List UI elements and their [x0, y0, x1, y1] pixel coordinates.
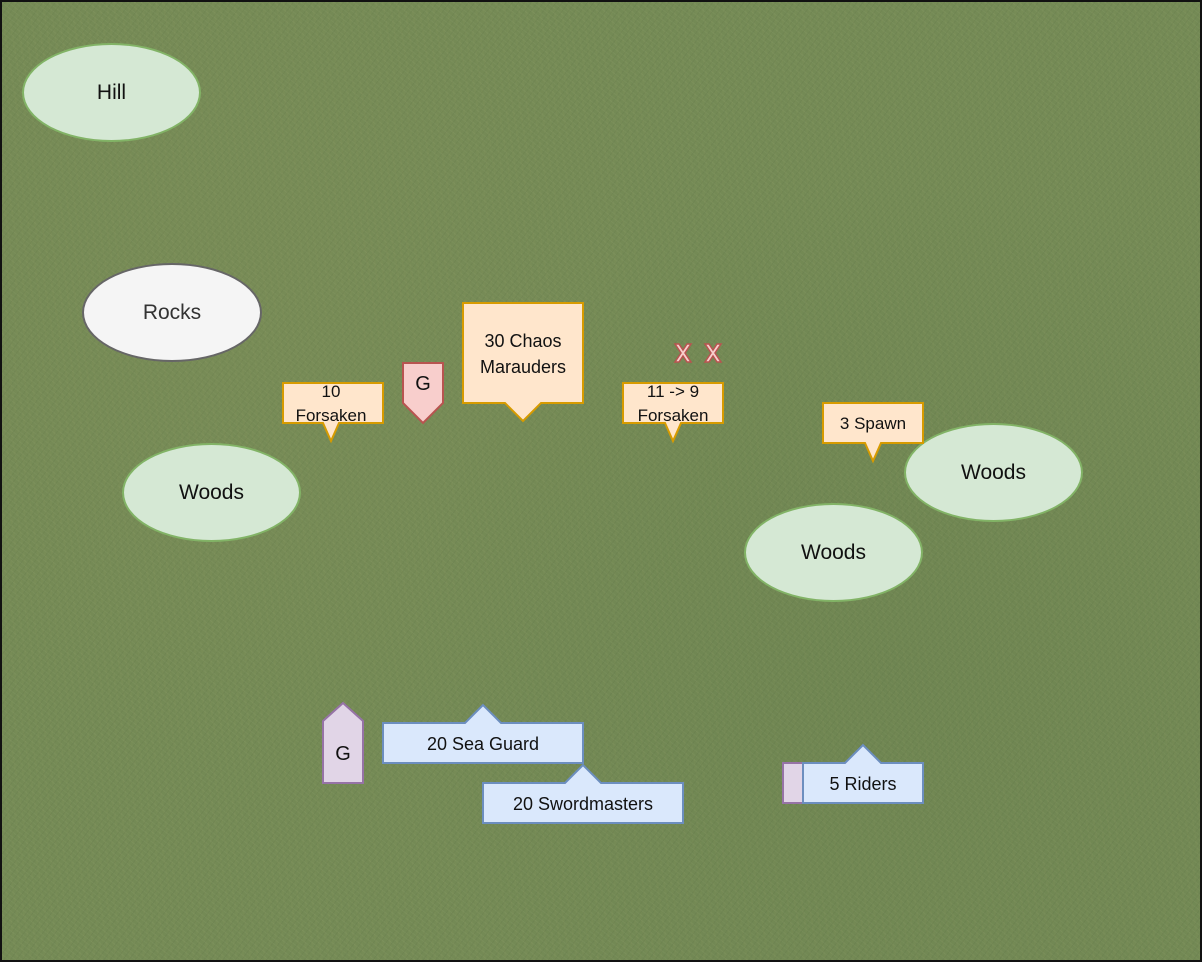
- unit-forsaken-left[interactable]: 10 Forsaken: [282, 382, 384, 444]
- terrain-woods-right-upper[interactable]: Woods: [904, 423, 1083, 522]
- riders-character-marker: [782, 762, 804, 804]
- forsaken-right-name: Forsaken: [638, 406, 709, 425]
- terrain-woods-left-label: Woods: [179, 480, 244, 504]
- terrain-hill[interactable]: Hill: [22, 43, 201, 142]
- terrain-rocks[interactable]: Rocks: [82, 263, 262, 362]
- unit-spawn[interactable]: 3 Spawn: [822, 402, 924, 464]
- terrain-rocks-label: Rocks: [142, 300, 202, 324]
- forsaken-right-count: 11 -> 9: [647, 382, 699, 401]
- unit-sea-guard[interactable]: 20 Sea Guard: [382, 703, 584, 764]
- terrain-woods-left[interactable]: Woods: [122, 443, 301, 542]
- marauders-name: Marauders: [480, 357, 566, 377]
- forsaken-left-count: 10: [322, 382, 341, 401]
- unit-riders[interactable]: 5 Riders: [782, 743, 924, 804]
- unit-blue-general[interactable]: G: [322, 701, 364, 784]
- casualty-marker: [703, 343, 723, 363]
- marauders-count: 30 Chaos: [484, 331, 561, 351]
- terrain-woods-right-upper-label: Woods: [961, 460, 1026, 484]
- spawn-label: 3 Spawn: [840, 414, 906, 433]
- swordmasters-label: 20 Swordmasters: [513, 794, 653, 814]
- riders-label: 5 Riders: [829, 774, 896, 794]
- sea-guard-label: 20 Sea Guard: [427, 734, 539, 754]
- terrain-woods-right-lower[interactable]: Woods: [744, 503, 923, 602]
- casualty-marker: [673, 343, 693, 363]
- red-general-letter: G: [415, 373, 431, 395]
- unit-forsaken-right[interactable]: 11 -> 9 Forsaken: [622, 382, 724, 444]
- unit-red-general[interactable]: G: [402, 362, 444, 425]
- blue-general-letter: G: [335, 743, 351, 765]
- forsaken-left-name: Forsaken: [296, 406, 367, 425]
- unit-swordmasters[interactable]: 20 Swordmasters: [482, 763, 684, 824]
- terrain-hill-label: Hill: [96, 80, 127, 104]
- terrain-woods-right-lower-label: Woods: [801, 540, 866, 564]
- unit-chaos-marauders[interactable]: 30 Chaos Marauders: [462, 302, 584, 423]
